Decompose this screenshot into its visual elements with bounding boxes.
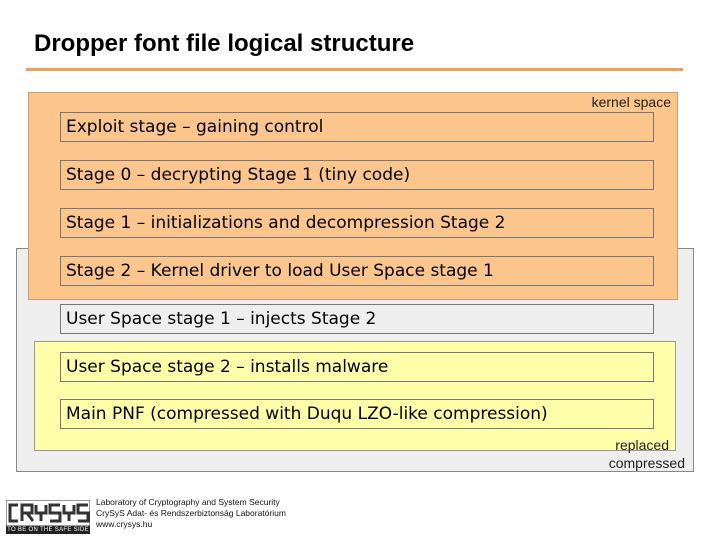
- crysys-logo-mark: [5, 499, 91, 527]
- user-space-stage-2: User Space stage 2 – installs malware: [60, 352, 654, 382]
- footer-line-lab-en: Laboratory of Cryptography and System Se…: [96, 497, 280, 507]
- kernel-space-label: kernel space: [591, 94, 671, 110]
- page-title: Dropper font file logical structure: [34, 30, 415, 57]
- compressed-label: compressed: [608, 455, 685, 471]
- footer-line-lab-hu: CrySyS Adat- és Rendszerbiztonság Labora…: [96, 508, 286, 518]
- footer-link[interactable]: www.crysys.hu: [96, 519, 153, 529]
- user-space-stage-1: User Space stage 1 – injects Stage 2: [60, 304, 654, 334]
- stage-2: Stage 2 – Kernel driver to load User Spa…: [60, 256, 654, 286]
- crysys-logo: TO BE ON THE SAFE SIDE: [5, 499, 91, 534]
- kernel-space-region: kernel space: [28, 92, 678, 300]
- footer-text: Laboratory of Cryptography and System Se…: [96, 497, 286, 530]
- title-divider: [26, 68, 683, 71]
- stage-exploit: Exploit stage – gaining control: [60, 112, 654, 142]
- stage-0: Stage 0 – decrypting Stage 1 (tiny code): [60, 160, 654, 190]
- stage-1: Stage 1 – initializations and decompress…: [60, 208, 654, 238]
- logo-tagline: TO BE ON THE SAFE SIDE: [6, 526, 90, 534]
- replaced-label: replaced: [615, 437, 669, 453]
- main-pnf: Main PNF (compressed with Duqu LZO-like …: [60, 399, 654, 429]
